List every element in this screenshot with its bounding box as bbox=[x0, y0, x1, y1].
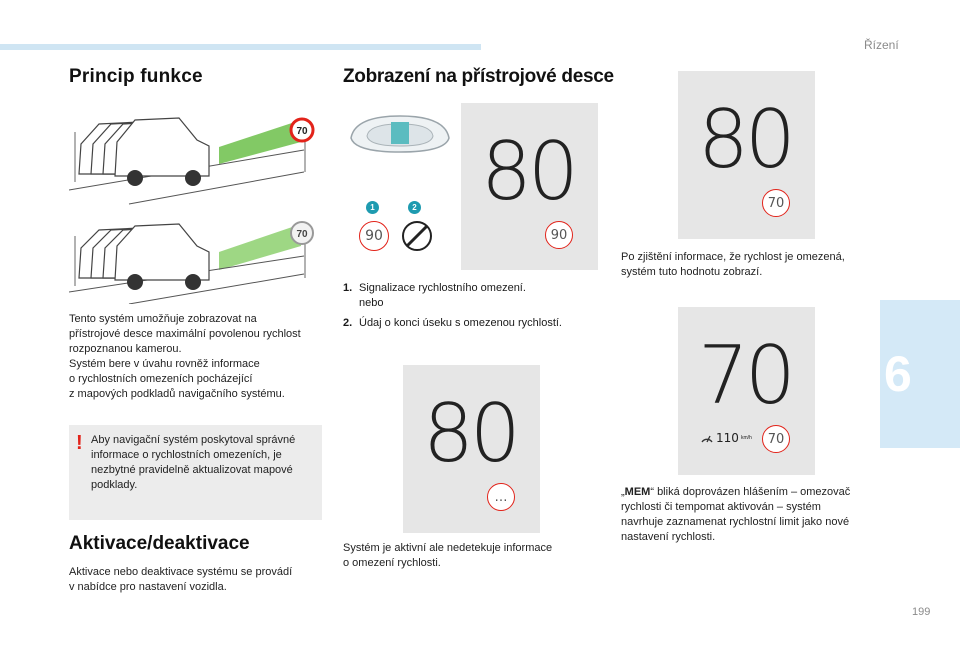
no-detection-sign-value: … bbox=[494, 489, 508, 505]
mem-label: MEM bbox=[624, 486, 651, 498]
chapter-number: 6 bbox=[884, 346, 912, 402]
cluster-panel-detected: 80 70 bbox=[678, 71, 815, 239]
callout-2: 2 bbox=[408, 201, 421, 214]
speed-limit-sign-90: 90 bbox=[359, 221, 389, 251]
activation-text: Aktivace nebo deaktivace systému se prov… bbox=[69, 566, 293, 593]
legend-list: 1. Signalizace rychlostního omezení. neb… bbox=[343, 281, 603, 331]
section-title: Řízení bbox=[864, 38, 899, 52]
speed-limit-sign: 90 bbox=[545, 221, 573, 249]
cluster-panel-inactive: 80 … bbox=[403, 365, 540, 533]
speed-sign-70-grey: 70 bbox=[296, 229, 308, 240]
legend-item-text: Údaj o konci úseku s omezenou rychlostí. bbox=[359, 317, 562, 329]
displayed-speed: 70 bbox=[698, 329, 796, 422]
legend-item-1: 1. Signalizace rychlostního omezení. neb… bbox=[343, 281, 603, 311]
principle-description: Tento systém umožňuje zobrazovat na přís… bbox=[69, 313, 301, 400]
mem-limit-sign: 70 bbox=[762, 425, 790, 453]
inactive-description: Systém je aktivní ale nedetekuje informa… bbox=[343, 542, 553, 569]
mem-speed-value: 110 bbox=[716, 431, 739, 445]
callout-1: 1 bbox=[366, 201, 379, 214]
mem-speed-unit: km/h bbox=[741, 435, 752, 441]
warning-icon: ! bbox=[76, 432, 83, 454]
speed-sign-70: 70 bbox=[296, 126, 308, 137]
speed-limit-sign-value: 90 bbox=[550, 227, 568, 243]
car-camera-illustration-top: 70 bbox=[69, 102, 322, 206]
end-of-limit-icon bbox=[402, 221, 432, 251]
legend-item-text: Signalizace rychlostního omezení. nebo bbox=[359, 282, 526, 309]
activation-heading: Aktivace/deaktivace bbox=[69, 533, 250, 554]
detected-description: Po zjištění informace, že rychlost je om… bbox=[621, 251, 845, 278]
cluster-panel-main: 80 90 bbox=[461, 103, 598, 270]
no-detection-sign: … bbox=[487, 483, 515, 511]
displayed-speed: 80 bbox=[423, 387, 521, 480]
mem-description-text: “ bliká doprovázen hlášením – omezovač r… bbox=[621, 486, 851, 543]
warning-text: Aby navigační systém poskytoval správné … bbox=[91, 434, 296, 491]
chapter-tab bbox=[880, 300, 960, 448]
legend-item-number: 2. bbox=[343, 317, 353, 329]
page-number: 199 bbox=[912, 606, 931, 618]
warning-box bbox=[69, 425, 322, 520]
mem-limit-sign-value: 70 bbox=[767, 431, 785, 447]
camera-icon bbox=[350, 115, 450, 153]
speedometer-icon bbox=[701, 435, 713, 443]
displayed-speed: 80 bbox=[698, 93, 796, 186]
cluster-panel-mem: 70 110 km/h 70 bbox=[678, 307, 815, 475]
displayed-speed: 80 bbox=[481, 125, 579, 218]
principle-heading: Princip funkce bbox=[69, 66, 203, 87]
mem-quote-open: „ bbox=[621, 486, 625, 498]
display-heading: Zobrazení na přístrojové desce bbox=[343, 66, 614, 87]
speed-limit-sign-90-value: 90 bbox=[365, 228, 383, 244]
mem-description: „MEM“ bliká doprovázen hlášením – omezov… bbox=[621, 485, 885, 545]
legend-item-number: 1. bbox=[343, 282, 353, 294]
legend-item-2: 2. Údaj o konci úseku s omezenou rychlos… bbox=[343, 316, 603, 331]
car-camera-illustration-bottom: 70 bbox=[69, 212, 322, 304]
header-accent-bar bbox=[0, 44, 481, 50]
detected-limit-sign: 70 bbox=[762, 189, 790, 217]
detected-limit-sign-value: 70 bbox=[767, 195, 785, 211]
